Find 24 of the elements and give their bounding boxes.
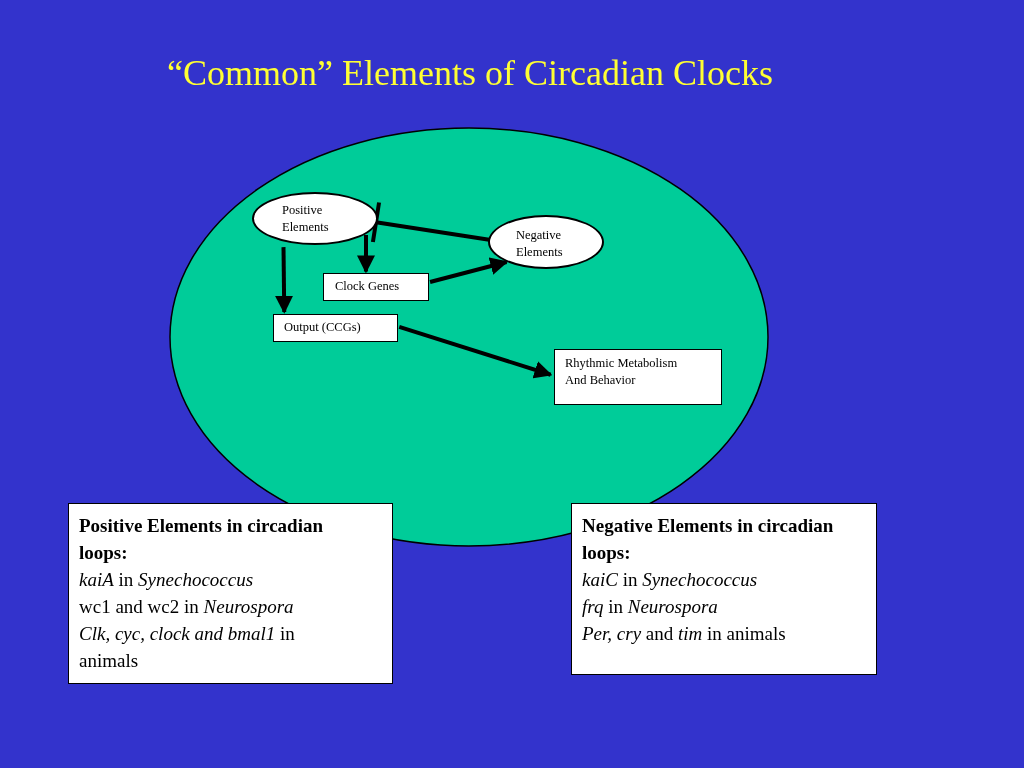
node-label: Output (CCGs)	[284, 319, 362, 336]
process-box	[554, 349, 722, 405]
box-heading: Positive Elements in circadian loops:	[79, 514, 324, 565]
node-label: Clock Genes	[335, 278, 401, 295]
text-line: frq in Neurospora	[582, 595, 719, 619]
process-box	[273, 314, 398, 342]
box-heading: Negative Elements in circadian loops:	[582, 514, 835, 565]
arrow	[275, 247, 294, 314]
process-box	[323, 273, 429, 301]
arrow	[398, 324, 553, 379]
text-box	[571, 503, 877, 675]
arrow	[356, 234, 375, 274]
text-box	[68, 503, 393, 684]
node-label: Negative Elements	[516, 227, 564, 261]
text-line: Clk, cyc, clock and bmal1 in animals	[79, 622, 296, 673]
arrow	[429, 257, 509, 284]
text-line: kaiC in Synechococcus	[582, 568, 759, 592]
text-line: wc1 and wc2 in Neurospora	[79, 595, 295, 619]
text-line: kaiA in Synechococcus	[79, 568, 255, 592]
slide-title: “Common” Elements of Circadian Clocks	[166, 52, 774, 94]
text-line: Per, cry and tim in animals	[582, 622, 787, 646]
inhibition-line	[370, 202, 490, 243]
node-label: Positive Elements	[282, 202, 330, 236]
node-label: Rhythmic Metabolism And Behavior	[565, 355, 679, 389]
